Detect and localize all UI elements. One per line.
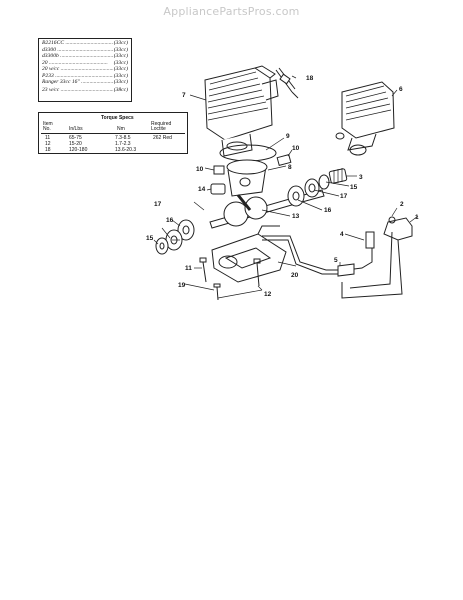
- torque-loctite: 262 Red: [153, 135, 172, 141]
- callout-label: 2: [400, 201, 404, 208]
- spark-plug-part: [275, 67, 299, 99]
- callout-label: 11: [185, 265, 192, 272]
- callout-label: 20: [291, 272, 299, 279]
- model-name: 20 w/cc: [42, 66, 113, 73]
- header-required: Required: [151, 121, 172, 127]
- callout-labels: 1 2 3 4 5 6 7 8 9 10 10 11 12 12 13 14 1…: [146, 75, 419, 298]
- model-cc: (33cc): [113, 40, 128, 46]
- boot-connector-part: [337, 263, 355, 277]
- torque-item: 11: [45, 135, 51, 141]
- header-item: Item: [43, 121, 53, 127]
- model-name: B2216CC: [42, 40, 113, 47]
- watermark-text: AppliancePartsPros.com: [163, 5, 300, 18]
- engine-assembly-part: [335, 81, 395, 156]
- callout-label: 7: [182, 92, 186, 99]
- piston-part: [226, 159, 268, 197]
- model-name: P233: [42, 73, 113, 80]
- callout-label: 8: [288, 164, 292, 171]
- torque-inlbs: 15-20: [69, 141, 82, 147]
- seal-part: [177, 219, 195, 241]
- torque-inlbs: 120-180: [69, 147, 88, 153]
- callout-label: 15: [146, 235, 154, 242]
- callout-label: 4: [340, 231, 344, 238]
- model-row: P233(33cc): [42, 73, 128, 80]
- crankcase-part: [211, 225, 287, 283]
- ignition-bracket-part: [341, 216, 413, 299]
- callout-label: 16: [324, 207, 332, 214]
- callout-label: 14: [198, 186, 206, 193]
- torque-nm: 1.7-2.3: [115, 141, 131, 147]
- model-cc: (33cc): [113, 79, 128, 85]
- header-inlbs: In/Lbs: [69, 126, 83, 132]
- header-divider: [41, 133, 185, 134]
- screw-part: [253, 258, 261, 287]
- model-name: 23 w/cc: [42, 87, 113, 94]
- bearing-part: [304, 178, 320, 198]
- torque-nm: 7.3-8.5: [115, 135, 131, 141]
- model-name: Ranger 33cc 16": [42, 79, 113, 86]
- leader-lines: [153, 75, 419, 299]
- callout-label: 16: [166, 217, 174, 224]
- callout-label: 3: [359, 174, 363, 181]
- callout-label: 17: [340, 193, 348, 200]
- callout-label: 6: [399, 86, 403, 93]
- model-cc: (33cc): [113, 66, 128, 72]
- screw-part: [213, 283, 221, 301]
- callout-label: 5: [334, 257, 338, 264]
- callout-label: 12: [264, 291, 272, 298]
- model-cc: (33cc): [113, 53, 128, 59]
- model-row: 20 w/cc(33cc): [42, 66, 128, 73]
- model-cc: (38cc): [113, 87, 128, 93]
- torque-specs-table: Torque Specs Item No. In/Lbs Nm Required…: [38, 112, 188, 154]
- model-name: d3300b: [42, 53, 113, 60]
- model-cc: (33cc): [113, 59, 128, 66]
- model-list-table: B2216CC(33cc) d3300(33cc) d3300b(33cc) 2…: [38, 38, 132, 102]
- model-name: d3300: [42, 47, 113, 54]
- model-row: B2216CC(33cc): [42, 40, 128, 47]
- seal-part: [287, 185, 305, 207]
- wrist-pin-part: [210, 183, 226, 195]
- model-row: d3300b(33cc): [42, 53, 128, 60]
- model-row: 23 w/cc(38cc): [42, 87, 128, 94]
- screw-part: [199, 257, 207, 283]
- washer-part: [318, 174, 330, 190]
- cylinder-part: [204, 65, 279, 157]
- washer-part: [155, 237, 169, 255]
- torque-item: 12: [45, 141, 51, 147]
- torque-inlbs: 65-75: [69, 135, 82, 141]
- drive-gear-part: [328, 168, 348, 184]
- callout-label: 1: [415, 214, 419, 221]
- callout-label: 15: [350, 184, 358, 191]
- model-name: 20: [42, 60, 113, 67]
- crankshaft-part: [209, 189, 325, 229]
- header-loctite: Loctite: [151, 126, 166, 132]
- model-row: d3300(33cc): [42, 47, 128, 54]
- callout-label: 13: [292, 213, 300, 220]
- callout-label: 18: [306, 75, 314, 82]
- callout-label: 10: [196, 166, 204, 173]
- model-row: Ranger 33cc 16"(33cc): [42, 79, 128, 86]
- header-nm: Nm: [117, 126, 125, 132]
- model-row: 20(33cc): [42, 60, 128, 67]
- torque-nm: 13.6-20.3: [115, 147, 137, 153]
- callout-label: 17: [154, 201, 162, 208]
- callout-label: 10: [292, 145, 300, 152]
- wire-harness-part: [262, 235, 338, 275]
- header-no: No.: [43, 126, 51, 132]
- callout-label: 9: [286, 133, 290, 140]
- model-cc: (33cc): [113, 46, 128, 53]
- callout-label: 19: [178, 282, 186, 289]
- torque-item: 18: [45, 147, 51, 153]
- model-cc: (33cc): [113, 72, 128, 79]
- torque-title: Torque Specs: [101, 115, 134, 121]
